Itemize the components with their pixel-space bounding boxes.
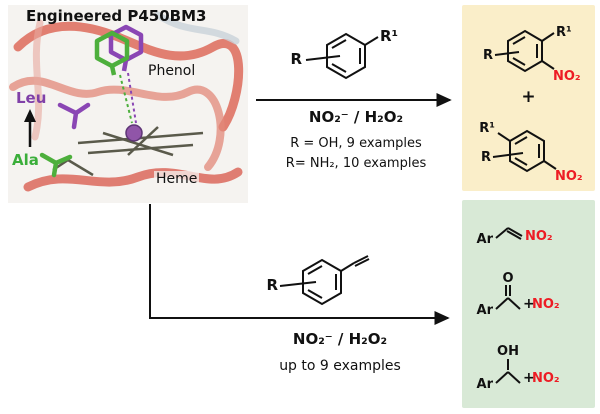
arene-substrate-structure: R¹ R — [290, 27, 398, 80]
no2-bond — [540, 60, 555, 70]
bottom-conditions: NO₂⁻ / H₂O₂ — [292, 330, 388, 348]
r-substituent: R — [266, 276, 278, 294]
nitro-group: NO₂ — [555, 169, 583, 184]
protein-ribbons — [9, 11, 244, 192]
coordination-dash-green — [119, 74, 133, 124]
chain-bonds — [494, 358, 521, 384]
nitro-group: NO₂ — [553, 69, 581, 84]
top-conditions: NO₂⁻ / H₂O₂ — [308, 108, 404, 126]
r1-bond — [364, 36, 379, 46]
aromatic-products-box: R¹ R NO₂ + R¹ R NO₂ — [462, 5, 595, 191]
leu-sidechain-sticks — [57, 102, 91, 130]
ala-residue-label: Ala — [12, 151, 39, 169]
r1-bond — [540, 32, 555, 42]
nitroalkene-structure: Ar NO₂ — [476, 227, 553, 247]
r-variable-bond — [305, 55, 341, 61]
nitro-group: NO₂ — [532, 297, 560, 312]
chain-bonds — [494, 284, 521, 310]
aliphatic-products-box: Ar NO₂ Ar O + NO₂ Ar OH + NO₂ — [462, 200, 595, 408]
top-scope-line2: R= NH₂, 10 examples — [285, 156, 427, 172]
protein-structure-art — [8, 5, 248, 203]
phenol-label: Phenol — [146, 63, 198, 79]
vinyl-group — [340, 255, 370, 272]
top-scope: R = OH, 9 examples R= NH₂, 10 examples — [256, 134, 456, 174]
r1-substituent: R¹ — [479, 121, 495, 136]
r-variable-bond — [494, 51, 519, 56]
r-substituent: R — [482, 48, 492, 63]
r-variable-bond — [279, 281, 317, 287]
benzene-double-bonds — [307, 265, 337, 299]
top-scope-line1: R = OH, 9 examples — [290, 136, 422, 151]
r1-substituent: R¹ — [380, 27, 398, 45]
styrene-substrate-structure: R — [266, 255, 370, 306]
benzene-double-bonds — [513, 136, 540, 166]
coordination-dash-purple — [127, 72, 137, 124]
hydroxyl-group: OH — [497, 344, 519, 359]
iron-sphere — [125, 124, 143, 142]
nitro-arene-product-2: R¹ R NO₂ — [479, 121, 583, 184]
nitro-group: NO₂ — [532, 371, 560, 386]
r-substituent: R — [480, 150, 490, 165]
leu-residue-label: Leu — [16, 89, 47, 107]
plus-sign: + — [521, 86, 536, 107]
bottom-reaction-arrow — [149, 204, 450, 326]
ala-sidechain-sticks — [39, 152, 73, 178]
nitroketone-structure: Ar O + NO₂ — [476, 271, 560, 318]
phenol-ligand-green — [94, 30, 130, 76]
nitro-arene-product-1: R¹ R NO₂ — [482, 25, 581, 84]
r-variable-bond — [492, 152, 523, 158]
r1-substituent: R¹ — [556, 25, 572, 40]
aryl-label: Ar — [476, 377, 493, 392]
bottom-scope: up to 9 examples — [279, 358, 401, 374]
heme-label: Heme — [154, 171, 200, 187]
chain-bonds — [494, 227, 522, 241]
heme-cofactor — [52, 126, 204, 177]
aryl-label: Ar — [476, 303, 493, 318]
r-substituent: R — [290, 50, 302, 68]
plus-sign: + — [523, 370, 535, 386]
benzene-double-bonds — [331, 39, 361, 73]
nitroalcohol-structure: Ar OH + NO₂ — [476, 344, 560, 392]
no2-bond — [542, 160, 557, 170]
aryl-label: Ar — [476, 232, 493, 247]
r1-bond — [496, 132, 511, 142]
benzene-double-bonds — [511, 36, 538, 66]
plus-sign: + — [523, 296, 535, 312]
protein-structure-panel: Engineered P450BM3 Phenol Leu Ala Heme — [8, 5, 248, 203]
nitro-group: NO₂ — [525, 229, 553, 244]
carbonyl-oxygen: O — [502, 271, 513, 286]
ala-to-leu-mutation-arrow — [24, 109, 36, 147]
panel-title: Engineered P450BM3 — [26, 7, 207, 25]
